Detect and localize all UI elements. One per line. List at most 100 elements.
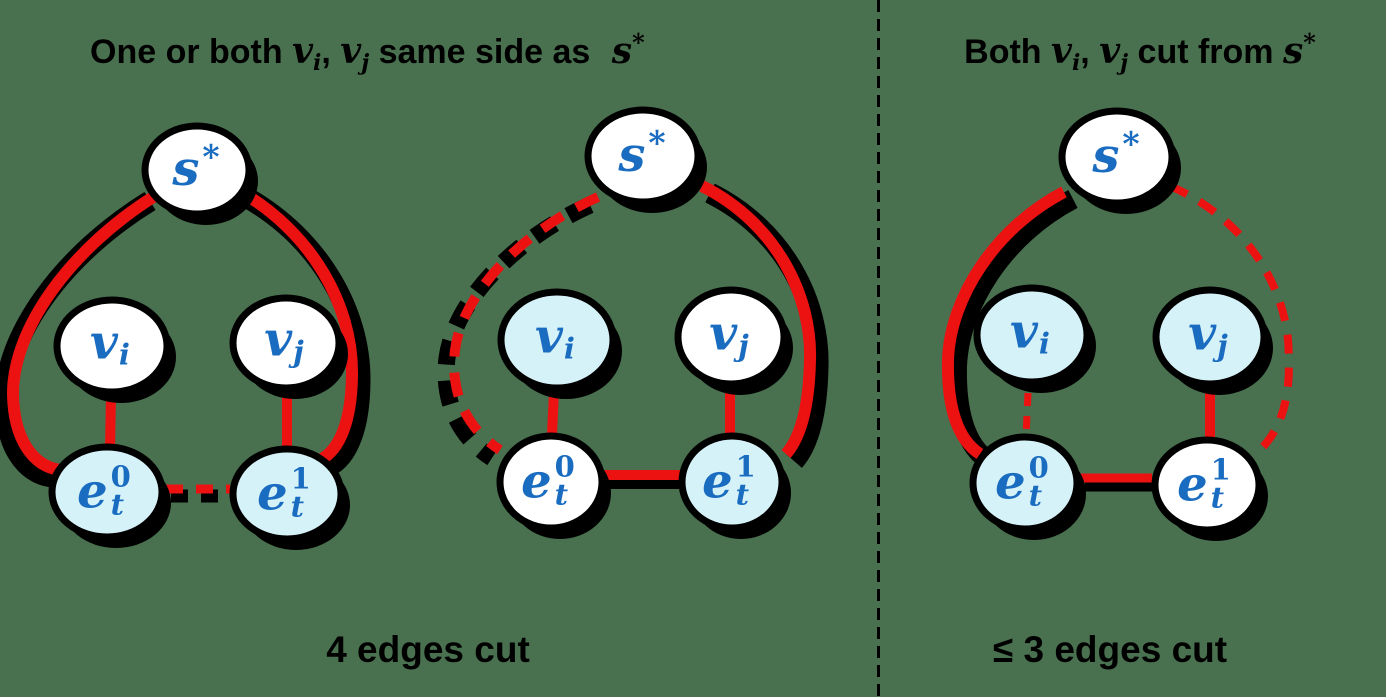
label-e-base: e — [77, 463, 108, 519]
left-title-vj: v — [340, 30, 362, 72]
label-v-base: v — [264, 311, 293, 367]
left-title-s: s — [611, 30, 633, 72]
label-e-sup: 0 — [1028, 450, 1049, 485]
right-title-text-2: cut from — [1128, 33, 1283, 71]
edge-s-star-to-et1-solid — [235, 184, 359, 466]
label-v-sub: j — [293, 334, 304, 369]
node-v-i — [973, 284, 1091, 386]
label-e-base: e — [1177, 456, 1208, 512]
label-e-sup: 1 — [735, 449, 756, 484]
label-e-base: e — [257, 465, 288, 521]
label-e-sup: 1 — [290, 461, 311, 496]
left-title: One or both vi, vj same side as s* — [90, 28, 645, 76]
label-e-sup: 1 — [1210, 452, 1231, 487]
label-e-sub: t — [554, 477, 569, 511]
label-e-sup: 0 — [554, 449, 575, 484]
label-s-star: s* — [172, 140, 219, 197]
node-v-i — [53, 296, 171, 396]
edge-vi-to-et0-solid — [547, 391, 559, 435]
label-v-base: v — [535, 308, 563, 364]
right-title-s-sup: * — [1303, 28, 1316, 57]
right-graph — [941, 107, 1293, 541]
left-title-vi: v — [292, 30, 314, 72]
node-e-t-0 — [48, 443, 166, 541]
right-title-vj-sub: j — [1120, 50, 1129, 76]
edge-vi-to-et0-dashed — [1022, 392, 1032, 438]
node-s-star — [1058, 107, 1176, 207]
label-v-base: v — [1188, 305, 1217, 361]
label-s-sup: * — [648, 122, 666, 162]
label-v-base: v — [709, 305, 738, 361]
edge-s-star-to-et0-dashed — [449, 192, 601, 455]
label-e-sub: t — [735, 477, 750, 511]
node-e-t-0 — [969, 433, 1081, 533]
left-title-s-sup: * — [632, 28, 645, 57]
label-s-base: s — [618, 127, 646, 183]
left-title-text-1: One or both — [90, 33, 293, 71]
left-title-vi-sub: i — [313, 50, 322, 76]
label-s-base: s — [1092, 128, 1120, 184]
label-s-sup: * — [1122, 123, 1140, 163]
label-e-sub: t — [110, 487, 125, 521]
node-v-j — [1152, 286, 1268, 388]
label-e-base: e — [995, 454, 1026, 510]
right-title-text-1: Both — [964, 33, 1052, 71]
node-e-t-1 — [229, 445, 345, 543]
left-graph — [0, 122, 371, 550]
node-s-star — [141, 122, 253, 218]
left-caption: 4 edges cut — [326, 629, 530, 670]
left-title-comma: , — [321, 33, 341, 71]
right-title-s: s — [1283, 30, 1304, 72]
label-v-base: v — [1010, 303, 1038, 359]
label-s-base: s — [172, 141, 200, 197]
left-title-vj-sub: j — [361, 50, 370, 76]
right-title-vj: v — [1099, 30, 1121, 72]
edge-shadow — [437, 197, 594, 466]
label-v-sub: i — [1038, 326, 1050, 361]
label-s-star: s* — [1092, 127, 1139, 184]
right-caption: ≤ 3 edges cut — [992, 629, 1228, 670]
label-v-sub: i — [118, 337, 130, 372]
edge-vi-to-et0-solid — [105, 393, 116, 451]
edge-s-star-to-et1-solid — [699, 180, 817, 458]
label-e-base: e — [702, 453, 733, 509]
right-title-vi: v — [1051, 30, 1072, 72]
middle-graph — [437, 106, 829, 539]
label-v-sub: j — [738, 328, 749, 363]
node-v-j — [229, 294, 343, 392]
label-v-base: v — [90, 314, 118, 370]
label-e-sub: t — [1028, 478, 1043, 512]
edge-s-star-to-et0-solid — [6, 188, 162, 476]
node-v-i — [497, 288, 617, 392]
left-title-text-2: same side as — [369, 33, 600, 71]
label-e-sub: t — [290, 489, 305, 523]
node-s-star — [584, 106, 702, 206]
right-title-vi-sub: i — [1071, 50, 1081, 76]
label-s-star: s* — [618, 126, 665, 183]
label-s-sup: * — [202, 136, 220, 176]
label-v-sub: j — [1217, 328, 1228, 363]
label-e-sup: 0 — [110, 459, 131, 494]
node-e-t-1 — [1151, 436, 1263, 534]
node-e-t-1 — [678, 432, 786, 532]
node-v-j — [674, 286, 788, 388]
edge-s-star-to-et0-solid — [941, 186, 1067, 460]
right-title-comma: , — [1080, 33, 1100, 71]
label-e-base: e — [521, 453, 552, 509]
right-title: Both vi, vj cut from s* — [955, 28, 1325, 76]
label-e-sub: t — [1210, 480, 1225, 514]
